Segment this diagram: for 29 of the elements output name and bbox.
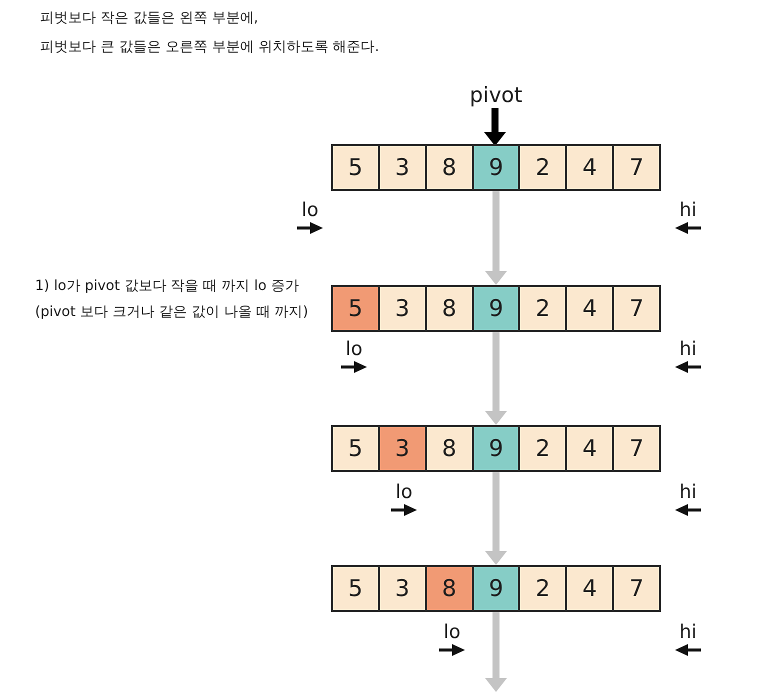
pointer-label: lo <box>444 621 460 643</box>
step-text: 1) lo가 pivot 값보다 작을 때 까지 lo 증가 <box>35 277 299 296</box>
array-cell: 3 <box>378 427 425 470</box>
arrow <box>484 108 506 146</box>
arrow <box>485 612 507 692</box>
number-array <box>331 285 661 332</box>
pivot-label: pivot <box>465 82 527 108</box>
arrow <box>485 472 507 565</box>
array-cell: 9 <box>472 427 518 470</box>
pointer-label: hi <box>679 338 697 360</box>
array-cell: 5 <box>333 287 378 330</box>
step-text: (pivot 보다 크거나 같은 값이 나올 때 까지) <box>35 303 308 322</box>
arrow <box>485 191 507 285</box>
array-cell: 9 <box>472 146 518 189</box>
pointer-label: hi <box>679 621 697 643</box>
pointer-label: hi <box>679 481 697 503</box>
array-cell: 9 <box>472 287 518 330</box>
pointer-label: lo <box>346 338 362 360</box>
number-array <box>331 144 661 191</box>
pointer-label: lo <box>396 481 412 503</box>
array-cell: 8 <box>424 567 472 610</box>
pointer-label: lo <box>302 199 318 221</box>
array-cell: 9 <box>472 567 518 610</box>
number-array <box>331 425 661 472</box>
description-text: 피벗보다 작은 값들은 왼쪽 부분에, <box>40 9 258 28</box>
number-array <box>331 565 661 612</box>
arrow <box>485 332 507 425</box>
pointer-label: hi <box>679 199 697 221</box>
description-text: 피벗보다 큰 값들은 오른쪽 부분에 위치하도록 해준다. <box>40 38 380 57</box>
